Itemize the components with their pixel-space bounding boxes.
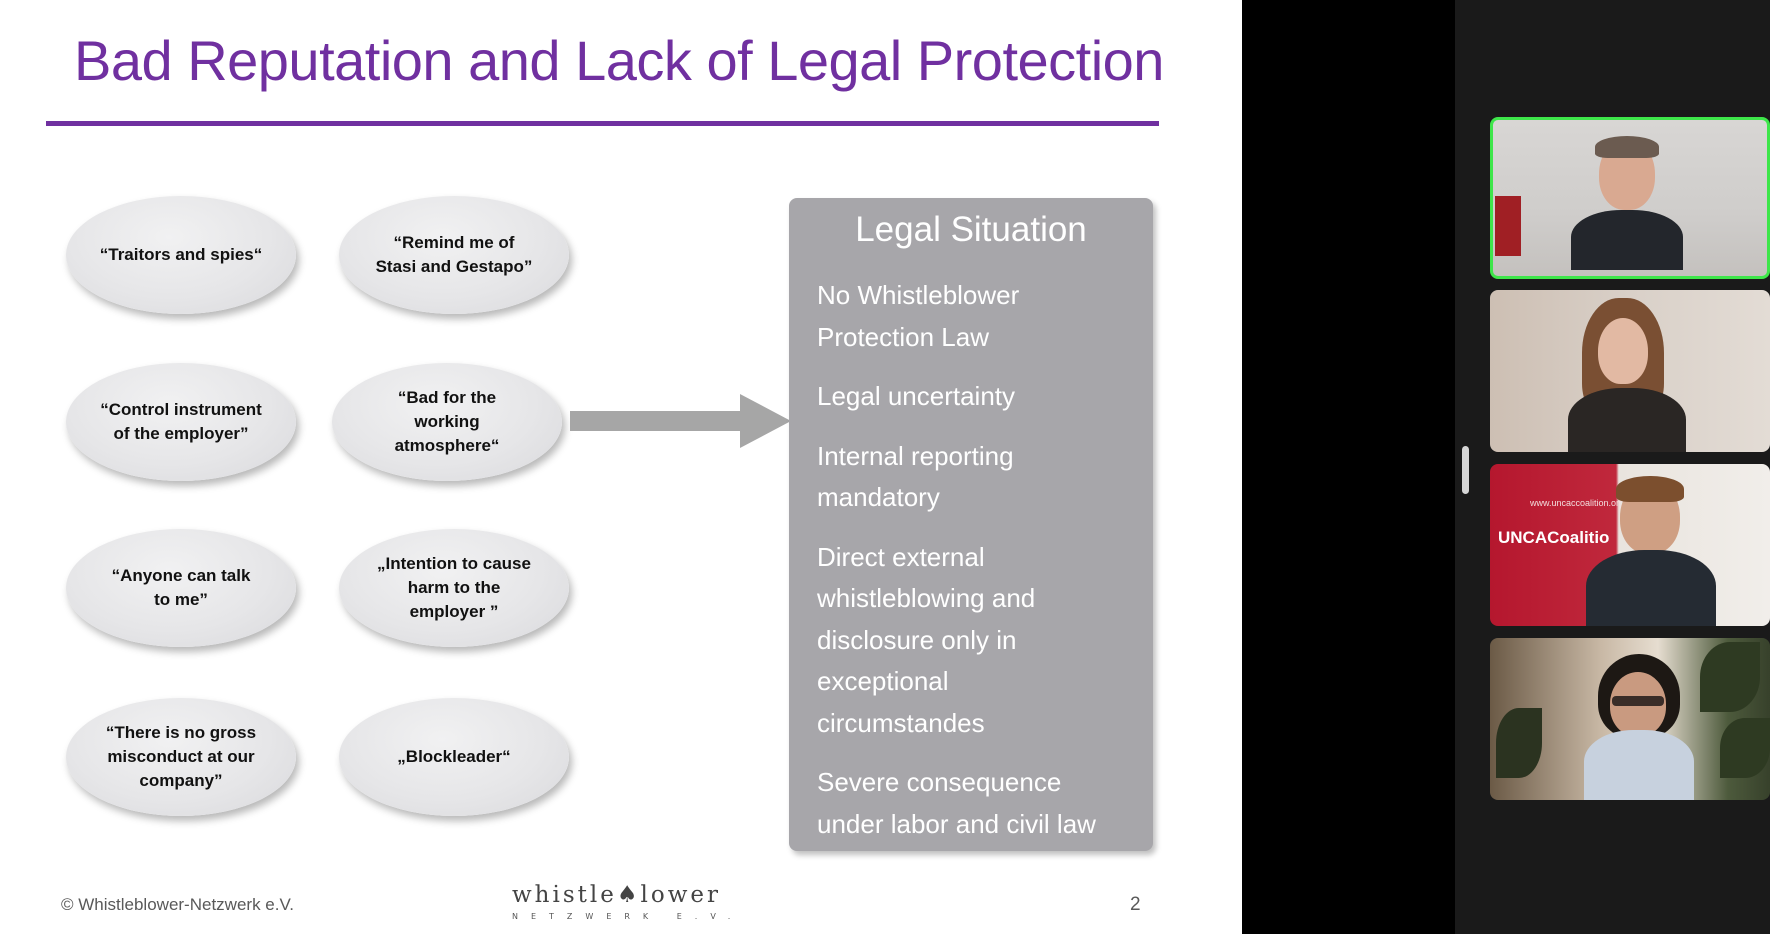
footer-copyright: © Whistleblower-Netzwerk e.V. [61, 895, 294, 914]
banner-text: UNCACoalitio [1498, 528, 1610, 547]
participant-video-tile[interactable] [1490, 290, 1770, 452]
slide-title: Bad Reputation and Lack of Legal Protect… [74, 29, 1164, 92]
participant-video-tile[interactable] [1490, 638, 1770, 800]
whistleblower-logo: whistle♠lower NETZWERK E.V. [512, 882, 744, 934]
logo-subtitle: NETZWERK E.V. [512, 912, 744, 921]
quote-bubble: “Anyone can talk to me” [66, 529, 296, 647]
logo-wordmark: whistle♠lower [512, 882, 721, 908]
quote-bubble: “Traitors and spies“ [66, 196, 296, 314]
quote-bubble: “Bad for the working atmosphere“ [332, 363, 562, 481]
plant-leaf [1720, 718, 1770, 778]
arrow-head-icon [740, 394, 791, 448]
slide-page-number: 2 [1130, 894, 1141, 915]
participant-video-tile[interactable]: www.uncaccoalition.org UNCACoalitio [1490, 464, 1770, 626]
gallery-resize-handle[interactable] [1462, 446, 1469, 494]
legal-situation-item: Severe consequence under labor and civil… [817, 767, 1096, 839]
quote-bubble: “There is no gross misconduct at our com… [66, 698, 296, 816]
quote-bubble: “Control instrument of the employer” [66, 363, 296, 481]
quote-bubble: „Intention to cause harm to the employer… [339, 529, 569, 647]
background-artwork [1495, 196, 1521, 256]
legal-situation-heading: Legal Situation [855, 210, 1087, 249]
presentation-slide: Bad Reputation and Lack of Legal Protect… [0, 0, 1242, 934]
legal-situation-item: Direct external whistleblowing and discl… [817, 541, 1036, 738]
legal-situation-item: No Whistleblower Protection Law [817, 280, 1020, 352]
quote-bubble: “Remind me of Stasi and Gestapo” [339, 196, 569, 314]
legal-situation-box: Legal Situation No Whistleblower Protect… [789, 198, 1153, 851]
plant-leaf [1496, 708, 1542, 778]
legal-situation-item: Internal reporting mandatory [817, 440, 1014, 513]
banner-url: www.uncaccoalition.org [1530, 498, 1625, 508]
plant-leaf [1700, 642, 1760, 712]
participant-video-tile-active[interactable] [1490, 117, 1770, 279]
legal-situation-item: Legal uncertainty [817, 381, 1016, 411]
quote-bubble: „Blockleader“ [339, 698, 569, 816]
title-divider [46, 121, 1159, 126]
legal-situation-list: No Whistleblower Protection Law Legal un… [817, 275, 1147, 863]
arrow-right-icon [570, 411, 745, 431]
